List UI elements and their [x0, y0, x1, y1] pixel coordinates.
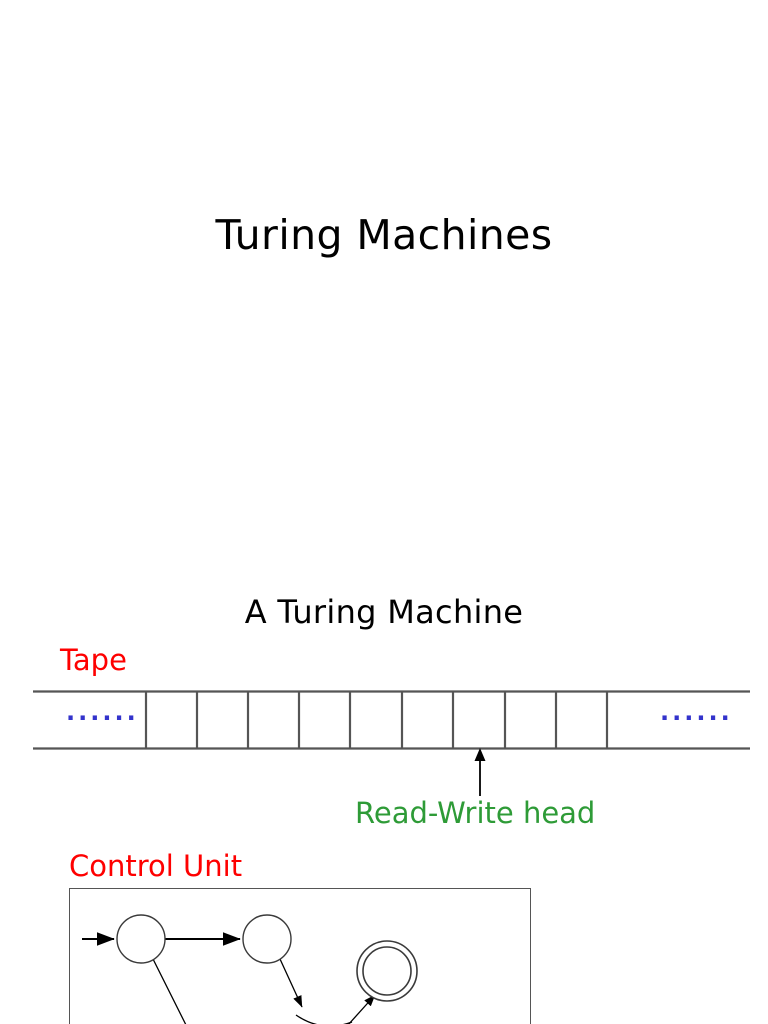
diagram-heading: A Turing Machine: [244, 593, 524, 631]
read-write-head-label: Read-Write head: [355, 796, 596, 830]
page-title: Turing Machines: [215, 211, 553, 259]
transition-start-to-lower-left: [152, 958, 187, 1024]
state-start: [116, 914, 166, 964]
read-write-head-pointer: [455, 744, 505, 798]
tape-label: Tape: [60, 643, 127, 677]
tape: [0, 680, 768, 760]
control-unit-label: Control Unit: [69, 849, 243, 883]
transition-middle-to-lower-mid: [279, 958, 303, 1008]
transition-lower-mid-to-accept: [348, 994, 376, 1024]
transition-lower-curve: [295, 1014, 353, 1024]
state-accept-inner: [362, 946, 412, 996]
control-unit-box: [69, 888, 531, 1024]
tape-cell-dividers: [144, 691, 609, 749]
tape-right-ellipsis: ......: [660, 698, 733, 726]
read-write-head-arrow-icon: [474, 748, 486, 796]
state-middle: [242, 914, 292, 964]
tape-graphic: [33, 690, 750, 750]
state-diagram: [82, 914, 418, 1024]
tape-left-ellipsis: ......: [66, 698, 139, 726]
